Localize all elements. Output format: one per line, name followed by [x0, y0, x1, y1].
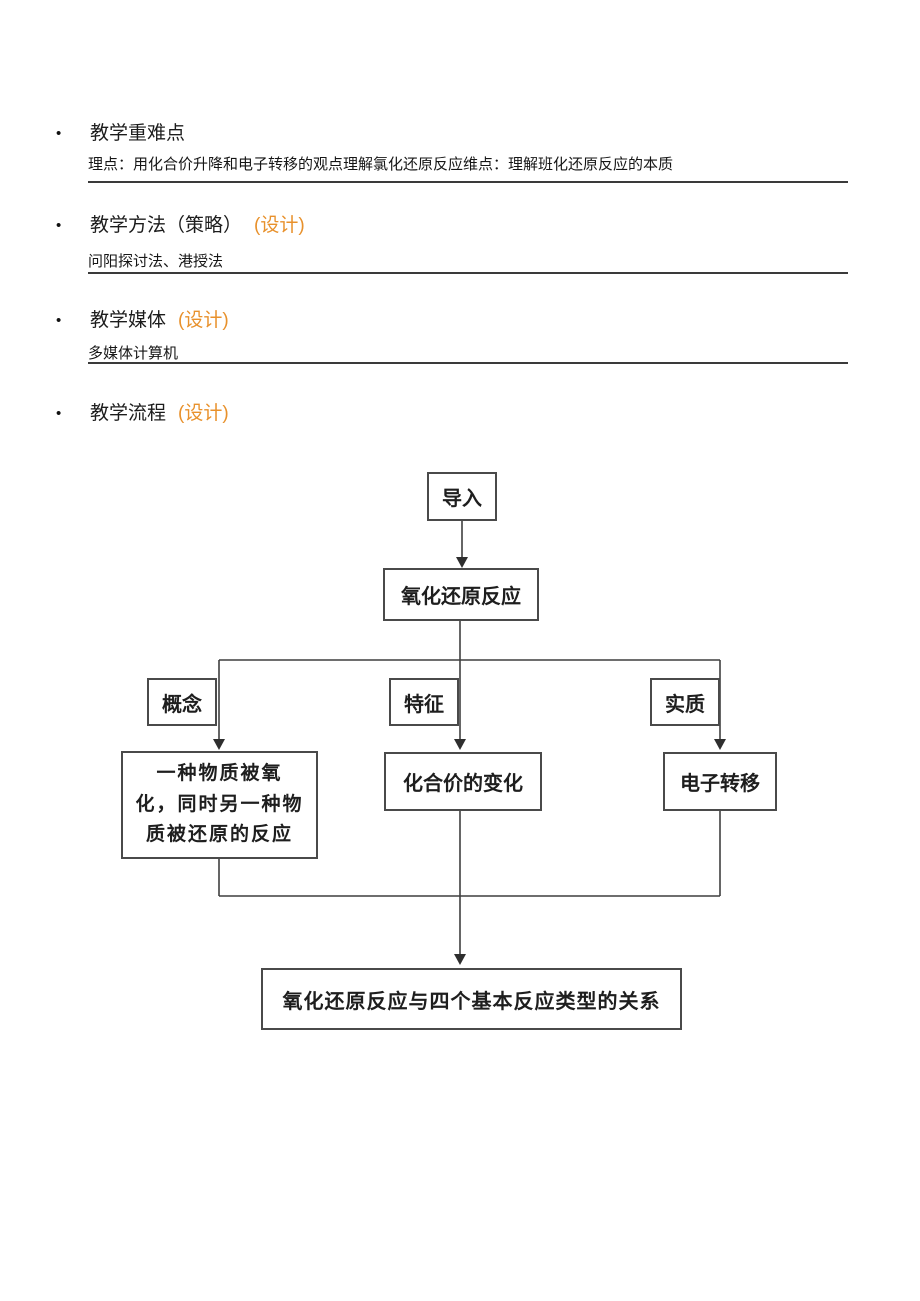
bullet-icon: •: [56, 125, 62, 142]
section-underline: [88, 362, 848, 364]
flowchart-node-electron-transfer: 电子转移: [663, 752, 777, 811]
section-title-suffix: (设计): [254, 215, 305, 236]
flowchart-node-feature: 特征: [389, 678, 459, 726]
bullet-icon: •: [56, 217, 62, 234]
flowchart-node-intro: 导入: [427, 472, 497, 521]
section-body: 多媒体计算机: [88, 345, 179, 362]
flowchart-node-conclusion: 氧化还原反应与四个基本反应类型的关系: [261, 968, 682, 1030]
section-process: • 教学流程 (设计): [0, 400, 920, 430]
section-title: 教学重难点: [90, 123, 186, 144]
flowchart-node-concept-detail: 一种物质被氧 化，同时另一种物 质被还原的反应: [121, 751, 318, 859]
section-title-suffix: (设计): [178, 403, 229, 424]
bullet-icon: •: [56, 312, 62, 329]
section-key-points: • 教学重难点 理点：用化合价升降和电子转移的观点理解氯化还原反应维点：理解班化…: [0, 120, 920, 195]
bullet-icon: •: [56, 405, 62, 422]
section-title: 教学流程: [90, 403, 167, 424]
section-media: • 教学媒体 (设计) 多媒体计算机: [0, 307, 920, 377]
flowchart-node-essence: 实质: [650, 678, 720, 726]
section-underline: [88, 181, 848, 183]
flowchart-node-concept: 概念: [147, 678, 217, 726]
section-title-suffix: (设计): [178, 310, 229, 331]
section-title: 教学方法（策略）: [90, 215, 243, 236]
section-body: 理点：用化合价升降和电子转移的观点理解氯化还原反应维点：理解班化还原反应的本质: [88, 156, 674, 173]
section-body: 问阳探讨法、港授法: [88, 253, 224, 270]
section-methods: • 教学方法（策略） (设计) 问阳探讨法、港授法: [0, 212, 920, 287]
flowchart-node-redox-reaction: 氧化还原反应: [383, 568, 539, 621]
section-title: 教学媒体: [90, 310, 167, 331]
section-underline: [88, 272, 848, 274]
flowchart-node-valence-change: 化合价的变化: [384, 752, 542, 811]
